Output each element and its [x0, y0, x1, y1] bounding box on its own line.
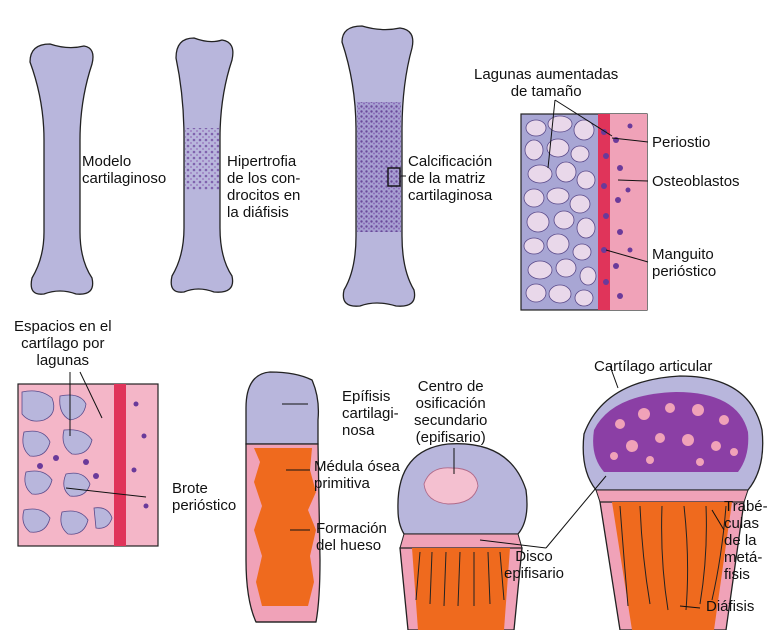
- label-epiphyseal-disc: Disco epifisario: [504, 548, 565, 582]
- leader-lines: [65, 99, 725, 609]
- label-calcification: Calcificación de la matriz cartilaginosa: [408, 153, 493, 204]
- bone-formation-bone: [245, 371, 321, 623]
- cartilage-model-bone: [29, 43, 94, 295]
- label-metaphysis-trabeculae: Trabé- culas de la metá- fisis: [724, 498, 768, 583]
- calcified-matrix-zone: [357, 102, 401, 232]
- label-cartilage-model: Modelo cartilaginoso: [82, 153, 167, 187]
- label-hypertrophy: Hipertrofia de los con- drocitos en la d…: [227, 153, 301, 221]
- label-bone-formation: Formación del hueso: [316, 520, 387, 554]
- label-periosteum: Periostio: [652, 134, 711, 151]
- secondary-ossification-bone: [397, 443, 528, 630]
- mature-epiphysis-bone: [582, 375, 764, 630]
- label-cartilaginous-epiphysis: Epífisis cartilagi- nosa: [342, 388, 399, 439]
- label-articular-cartilage: Cartílago articular: [594, 358, 713, 375]
- label-periosteal-collar: Manguito perióstico: [652, 246, 717, 280]
- lacunae-detail-panel: [520, 113, 648, 311]
- periosteal-bud-panel: [17, 383, 159, 547]
- label-enlarged-lacunae: Lagunas aumentadas de tamaño: [474, 66, 619, 100]
- detail-box-marker: [387, 167, 401, 187]
- hypertrophy-zone: [185, 128, 219, 190]
- label-cartilage-spaces: Espacios en el cartílago por lagunas: [14, 318, 112, 369]
- label-periosteal-bud: Brote perióstico: [172, 480, 237, 514]
- label-diaphysis: Diáfisis: [706, 598, 755, 615]
- label-secondary-ossification-center: Centro de osificación secundario (epifis…: [414, 378, 488, 446]
- label-primitive-marrow: Médula ósea primitiva: [314, 458, 400, 492]
- label-osteoblasts: Osteoblastos: [652, 173, 740, 190]
